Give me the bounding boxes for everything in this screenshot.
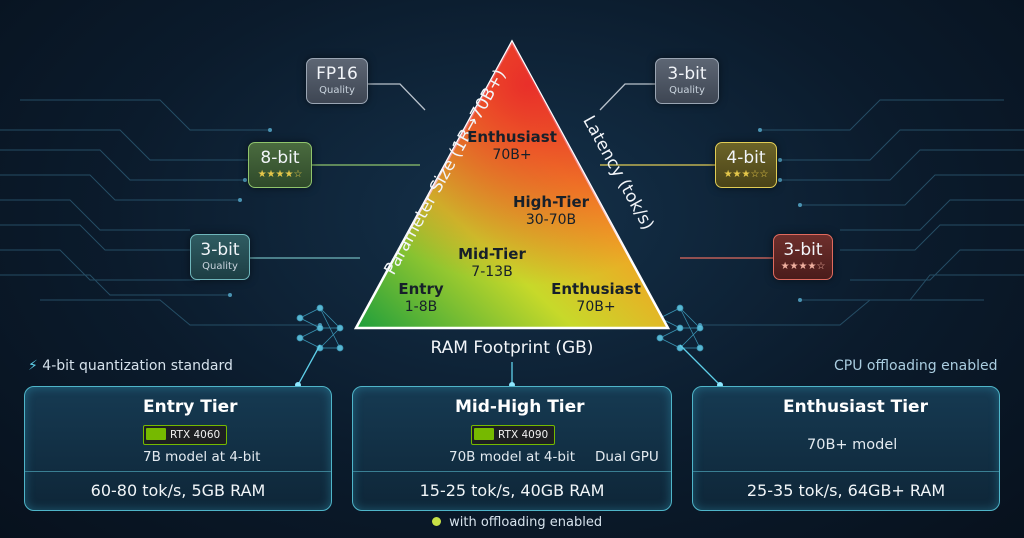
badge-4bit: 4-bit ★★★☆☆ — [715, 142, 777, 188]
rtx-4060-chip: RTX 4060 — [143, 425, 228, 445]
rtx-4090-chip: RTX 4090 — [471, 425, 556, 445]
ram-footprint-axis-label: RAM Footprint (GB) — [430, 338, 594, 358]
mid-high-tier-panel: Mid-High Tier RTX 4090 70B model at 4-bi… — [352, 386, 672, 511]
green-dot-icon — [432, 517, 441, 526]
region-enthusiast-top: Enthusiast 70B+ — [467, 128, 557, 163]
stars-rating: ★★★★☆ — [780, 261, 826, 272]
dual-gpu-label: Dual GPU — [595, 449, 659, 465]
badge-8bit: 8-bit ★★★★☆ — [248, 142, 312, 188]
enthusiast-tier-title: Enthusiast Tier — [783, 397, 928, 417]
entry-tier-panel: Entry Tier RTX 4060 7B model at 4-bit 60… — [24, 386, 332, 511]
lightning-icon: ⚡ — [28, 358, 38, 374]
region-mid-tier: Mid-Tier 7-13B — [458, 245, 526, 280]
mid-high-tier-footer: 15-25 tok/s, 40GB RAM — [353, 471, 671, 510]
entry-tier-desc: 7B model at 4-bit — [143, 449, 261, 465]
enthusiast-tier-desc: 70B+ model — [807, 437, 898, 453]
entry-tier-footer: 60-80 tok/s, 5GB RAM — [25, 471, 331, 510]
mid-high-tier-desc: 70B model at 4-bit — [449, 449, 575, 465]
region-high-tier: High-Tier 30-70B — [512, 193, 590, 228]
cpu-offloading-note: CPU offloading enabled — [834, 358, 998, 374]
nvidia-logo-icon — [474, 428, 494, 440]
region-entry: Entry 1-8B — [398, 280, 444, 315]
entry-tier-title: Entry Tier — [143, 397, 238, 417]
badge-fp16: FP16 Quality — [306, 58, 368, 104]
badge-3bit-right-bottom: 3-bit ★★★★☆ — [773, 234, 833, 280]
quantization-note: ⚡ 4-bit quantization standard — [28, 358, 233, 374]
enthusiast-tier-panel: Enthusiast Tier 70B+ model 25-35 tok/s, … — [692, 386, 1000, 511]
pyramid — [353, 39, 671, 330]
badge-3bit-left: 3-bit Quality — [190, 234, 250, 280]
nvidia-logo-icon — [146, 428, 166, 440]
stars-rating: ★★★★☆ — [257, 169, 303, 180]
mid-high-tier-title: Mid-High Tier — [455, 397, 585, 417]
region-enthusiast-bottom: Enthusiast 70B+ — [551, 280, 641, 315]
offloading-footnote: with offloading enabled — [432, 515, 602, 530]
enthusiast-tier-footer: 25-35 tok/s, 64GB+ RAM — [693, 471, 999, 510]
stars-rating: ★★★☆☆ — [723, 169, 769, 180]
badge-3bit-right-top: 3-bit Quality — [655, 58, 719, 104]
